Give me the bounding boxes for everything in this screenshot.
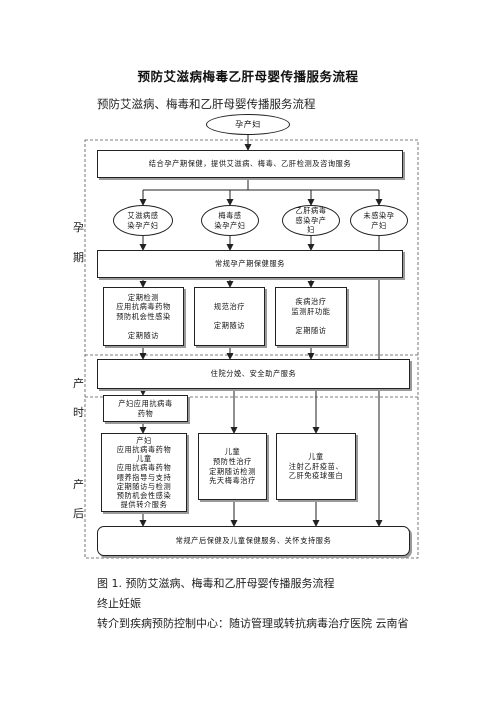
group-syphilis-node: 梅毒感 染孕产妇 bbox=[201, 205, 259, 236]
safe-delivery-box: 住院分娩、安全助产服务 bbox=[97, 359, 410, 389]
figure-caption: 图 1. 预防艾滋病、梅毒和乙肝母婴传播服务流程 bbox=[97, 577, 335, 590]
document-title: 预防艾滋病梅毒乙肝母婴传播服务流程 bbox=[137, 69, 359, 84]
stage-label-pregnancy-2: 期 bbox=[73, 251, 84, 264]
start-node: 孕产妇 bbox=[206, 114, 290, 135]
postpartum-hiv-box: 产妇 应用抗病毒药物 儿童 应用抗病毒药物 喂养指导与支持 定期随访与检测 预防… bbox=[101, 433, 187, 512]
stage-label-postpartum-2: 后 bbox=[73, 507, 84, 520]
group-hbv-node: 乙肝病毒 感染孕产 妇 bbox=[282, 205, 340, 236]
syphilis-interventions-box: 规范治疗 定期随访 bbox=[194, 287, 265, 346]
group-uninfected-node: 未感染孕 产妇 bbox=[350, 205, 408, 236]
postpartum-syphilis-box: 儿童 预防性治疗 定期随访检测 先天梅毒治疗 bbox=[198, 433, 267, 500]
postpartum-hbv-box: 儿童 注射乙肝疫苗、 乙肝免疫球蛋白 bbox=[276, 433, 356, 500]
text-line-2: 转介到疾病预防控制中心：随访管理或转抗病毒治疗医院 云南省 bbox=[97, 617, 409, 630]
text-line-1: 终止妊娠 bbox=[97, 597, 141, 610]
stage-label-postpartum-1: 产 bbox=[73, 478, 84, 491]
hiv-interventions-box: 定期检测 应用抗病毒药物 预防机会性感染 定期随访 bbox=[103, 287, 184, 346]
hbv-interventions-box: 疾病治疗 监测肝功能 定期随访 bbox=[275, 287, 347, 346]
document-subtitle: 预防艾滋病、梅毒和乙肝母婴传播服务流程 bbox=[97, 97, 316, 111]
routine-prenatal-box: 常规孕产期保健服务 bbox=[97, 250, 403, 278]
region-border bbox=[84, 139, 419, 559]
group-hiv-node: 艾滋病感 染孕产妇 bbox=[113, 205, 173, 236]
combined-service-box: 结合孕产期保健，提供艾滋病、梅毒、乙肝检测及咨询服务 bbox=[97, 150, 403, 178]
stage-label-delivery-1: 产 bbox=[73, 377, 84, 390]
stage-label-delivery-2: 时 bbox=[73, 406, 84, 419]
maternal-arv-box: 产妇应用抗病毒 药物 bbox=[103, 395, 188, 422]
stage-label-pregnancy-1: 孕 bbox=[73, 221, 84, 234]
routine-postpartum-box: 常规产后保健及儿童保健服务、关怀支持服务 bbox=[97, 526, 410, 556]
